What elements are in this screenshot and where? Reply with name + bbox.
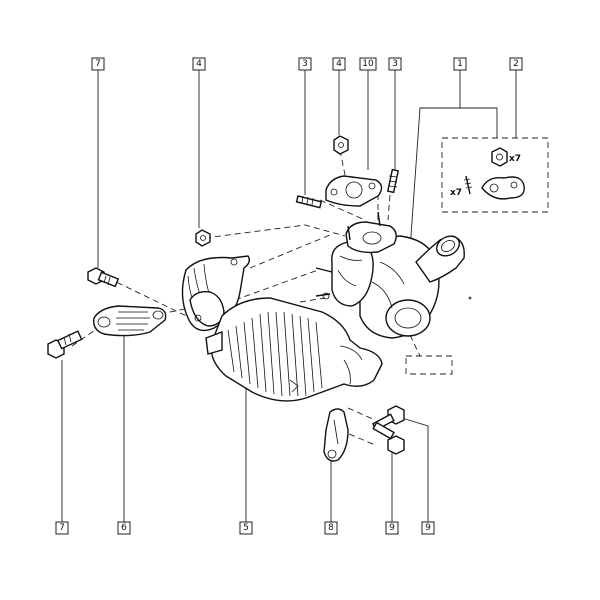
callout-6: 6 [117,521,131,535]
nut-4-top [333,135,349,155]
callout-label: 9 [425,523,431,533]
callout-label: 1 [457,59,463,69]
callout-label: 10 [362,59,374,69]
callout-5: 5 [239,521,253,535]
callout-label: 6 [121,523,127,533]
kit-stud-icon [463,175,473,195]
stud-3-left [295,195,323,209]
kit-nut-icon [491,147,508,167]
bolt-9-lower [372,421,405,455]
kit-nut-quantity: x7 [509,154,521,164]
bolt-7-lower [47,330,83,359]
callout-9-left: 9 [385,521,399,535]
heat-shield-bracket [93,305,167,337]
flange-gasket [325,175,383,207]
callout-4-left: 4 [192,57,206,71]
callout-1: 1 [453,57,467,71]
callout-3-right: 3 [388,57,402,71]
callout-label: 7 [59,523,65,533]
callout-8: 8 [324,521,338,535]
kit-stud-quantity: x7 [450,188,462,198]
callout-2: 2 [509,57,523,71]
hidden-part-outline [405,355,453,375]
leader-lines [61,70,517,522]
turbocharger [315,235,472,339]
support-bracket [323,408,349,462]
stud-3-right [386,168,400,194]
callout-10: 10 [359,57,377,71]
callout-4-right: 4 [332,57,346,71]
callout-label: 8 [328,523,334,533]
callout-label: 7 [95,59,101,69]
callout-label: 3 [302,59,308,69]
gasket-kit-group: x7 x7 [441,137,549,213]
callout-label: 9 [389,523,395,533]
callout-label: 3 [392,59,398,69]
callout-label: 5 [243,523,249,533]
callout-7-bottom: 7 [55,521,69,535]
callout-label: 4 [336,59,342,69]
catalytic-converter [181,255,383,402]
callout-label: 2 [513,59,519,69]
callout-3-left: 3 [298,57,312,71]
turbo-inlet-flange [345,211,397,254]
callout-9-right: 9 [421,521,435,535]
callout-7-top: 7 [91,57,105,71]
kit-gasket-icon [481,176,525,200]
bolt-7-upper [87,267,120,288]
callout-label: 4 [196,59,202,69]
nut-4-left [195,229,211,247]
